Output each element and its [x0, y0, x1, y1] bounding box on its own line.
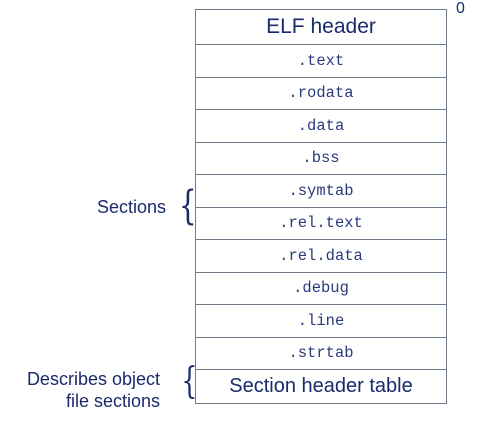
- describes-line-1: Describes object: [26, 369, 160, 389]
- describes-annotation: Describes object file sections: [0, 368, 160, 412]
- sections-brace-icon: {: [178, 183, 197, 229]
- sections-annotation: Sections: [96, 197, 166, 217]
- elf-file-stack: ELF header .text .rodata .data .bss .sym…: [195, 9, 447, 404]
- describes-line-2: file sections: [65, 391, 160, 411]
- section-row-line: .line: [196, 304, 446, 337]
- section-header-brace-icon: {: [181, 361, 198, 402]
- section-row-rodata: .rodata: [196, 76, 446, 110]
- offset-zero-label: 0: [456, 0, 465, 17]
- section-row-debug: .debug: [196, 271, 446, 305]
- section-row-rel-text: .rel.text: [196, 206, 446, 240]
- section-row-data: .data: [196, 109, 446, 142]
- elf-header-row: ELF header: [266, 15, 376, 38]
- section-row-bss: .bss: [196, 141, 446, 175]
- section-row-strtab: .strtab: [196, 336, 446, 370]
- section-header-table-row: Section header table: [196, 369, 446, 403]
- section-row-rel-data: .rel.data: [196, 239, 446, 272]
- section-row-symtab: .symtab: [196, 174, 446, 207]
- section-row-text: .text: [196, 44, 446, 77]
